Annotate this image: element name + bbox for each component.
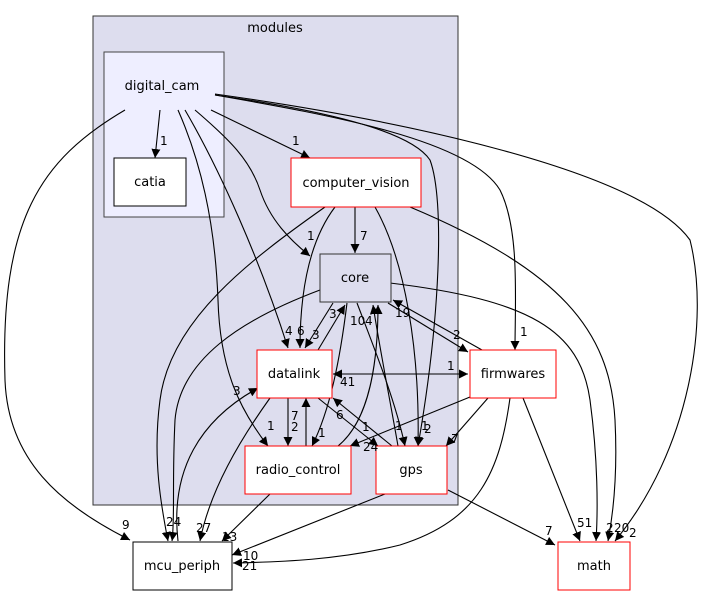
- edge-label[interactable]: 21: [242, 559, 257, 573]
- cluster-digital-cam-label: digital_cam: [125, 79, 200, 94]
- edge-label[interactable]: 1: [447, 359, 455, 373]
- node-gps-label: gps: [399, 463, 423, 478]
- edge-label[interactable]: 10: [350, 314, 365, 328]
- edge-datalink-core: [317, 304, 346, 351]
- edge-label[interactable]: 3: [312, 328, 320, 342]
- edge-core-firmwares: [387, 302, 469, 353]
- edges: [4, 93, 698, 568]
- edge-label[interactable]: 4: [365, 314, 373, 328]
- edge-gps-mcu-periph: [231, 493, 386, 556]
- edge-label[interactable]: 1: [362, 420, 370, 434]
- edge-label[interactable]: 19: [395, 306, 410, 320]
- edge-label[interactable]: 9: [122, 518, 130, 532]
- edge-label[interactable]: 24: [166, 515, 181, 529]
- edge-label[interactable]: 51: [577, 516, 592, 530]
- edge-firmwares-mcu-periph: [232, 397, 511, 568]
- edge-digital-cam-firmwares: [214, 94, 520, 351]
- edge-label[interactable]: 3: [233, 384, 241, 398]
- node-radio-control-label: radio_control: [256, 463, 341, 478]
- edge-firmwares-core: [392, 299, 483, 351]
- edge-labels: 1 1 1 4 1 1 1 9 2 7 6 2 24 20 3 2 1 24 2…: [122, 134, 637, 573]
- edge-core-radio-control: [311, 302, 348, 447]
- node-core-label: core: [341, 271, 369, 286]
- node-catia[interactable]: catia: [113, 157, 187, 207]
- edge-digital-cam-math: [214, 93, 698, 542]
- edge-label[interactable]: 1: [267, 419, 275, 433]
- edge-radio-control-core: [337, 304, 383, 447]
- edge-core-datalink: [304, 302, 334, 349]
- node-datalink-label: datalink: [268, 367, 321, 382]
- edge-radio-control-mcu-periph: [221, 493, 271, 542]
- node-mcu-periph-label: mcu_periph: [144, 559, 220, 574]
- edge-label[interactable]: 6: [297, 324, 305, 338]
- edge-label[interactable]: 2: [424, 422, 432, 436]
- edge-label[interactable]: 7: [360, 229, 368, 243]
- edge-label[interactable]: 7: [291, 409, 299, 423]
- edge-computer-vision-gps: [374, 206, 423, 447]
- edge-firmwares-gps: [445, 397, 489, 447]
- edge-gps-datalink: [332, 397, 393, 447]
- node-gps[interactable]: gps: [375, 445, 448, 495]
- node-computer-vision-label: computer_vision: [302, 176, 409, 191]
- edge-label[interactable]: 1: [292, 134, 300, 148]
- edge-label[interactable]: 10: [243, 549, 258, 563]
- edge-computer-vision-math: [409, 206, 617, 542]
- node-math-label: math: [577, 559, 611, 574]
- cluster-modules-label: modules: [247, 21, 303, 36]
- edge-label[interactable]: 2: [629, 526, 637, 540]
- edge-digital-cam-catia: [151, 109, 161, 159]
- edge-digital-cam-core: [194, 109, 311, 257]
- edge-label[interactable]: 7: [451, 432, 459, 446]
- node-datalink[interactable]: datalink: [256, 349, 333, 399]
- edge-gps-math: [447, 489, 556, 546]
- edge-core-math: [389, 282, 602, 542]
- node-catia-label: catia: [134, 175, 166, 190]
- edge-digital-cam-datalink: [184, 109, 290, 349]
- edge-core-mcu-periph: [168, 289, 321, 542]
- node-radio-control[interactable]: radio_control: [244, 445, 352, 495]
- edge-digital-cam-computer-vision: [210, 109, 311, 159]
- edge-label[interactable]: 3: [329, 307, 337, 321]
- node-core[interactable]: core: [319, 253, 392, 303]
- edge-datalink-gps: [317, 397, 379, 447]
- edge-digital-cam-mcu-periph: [4, 109, 131, 541]
- edge-label[interactable]: 27: [196, 521, 211, 535]
- edge-label[interactable]: 1: [160, 134, 168, 148]
- edge-computer-vision-datalink: [295, 206, 336, 349]
- edge-datalink-mcu-periph: [197, 397, 271, 542]
- edge-label[interactable]: 1: [395, 419, 403, 433]
- edge-label[interactable]: 2: [453, 328, 461, 342]
- edge-label[interactable]: 2: [606, 521, 614, 535]
- edge-label[interactable]: 20: [614, 521, 629, 535]
- edge-label[interactable]: 4: [285, 324, 293, 338]
- edge-label[interactable]: 1: [520, 325, 528, 339]
- edge-label[interactable]: 13: [222, 530, 237, 544]
- edge-label[interactable]: 6: [336, 408, 344, 422]
- edge-label[interactable]: 1: [421, 419, 429, 433]
- edge-computer-vision-mcu-periph: [156, 206, 326, 542]
- edge-digital-cam-radio-control: [177, 109, 269, 447]
- edge-label[interactable]: 1: [307, 229, 315, 243]
- edge-firmwares-radio-control: [349, 396, 471, 447]
- edge-label[interactable]: 1: [318, 426, 326, 440]
- node-mcu-periph[interactable]: mcu_periph: [132, 541, 233, 591]
- edge-firmwares-math: [522, 397, 581, 542]
- edge-label[interactable]: 7: [545, 524, 553, 538]
- node-firmwares[interactable]: firmwares: [469, 349, 557, 399]
- edge-mcu-periph-datalink: [176, 387, 259, 542]
- node-firmwares-label: firmwares: [481, 367, 546, 382]
- edge-digital-cam-gps: [214, 94, 440, 447]
- edge-label[interactable]: 24: [363, 440, 378, 454]
- edge-label[interactable]: 2: [291, 420, 299, 434]
- edge-label[interactable]: 41: [340, 375, 355, 389]
- node-computer-vision[interactable]: computer_vision: [290, 157, 422, 208]
- node-math[interactable]: math: [557, 541, 631, 591]
